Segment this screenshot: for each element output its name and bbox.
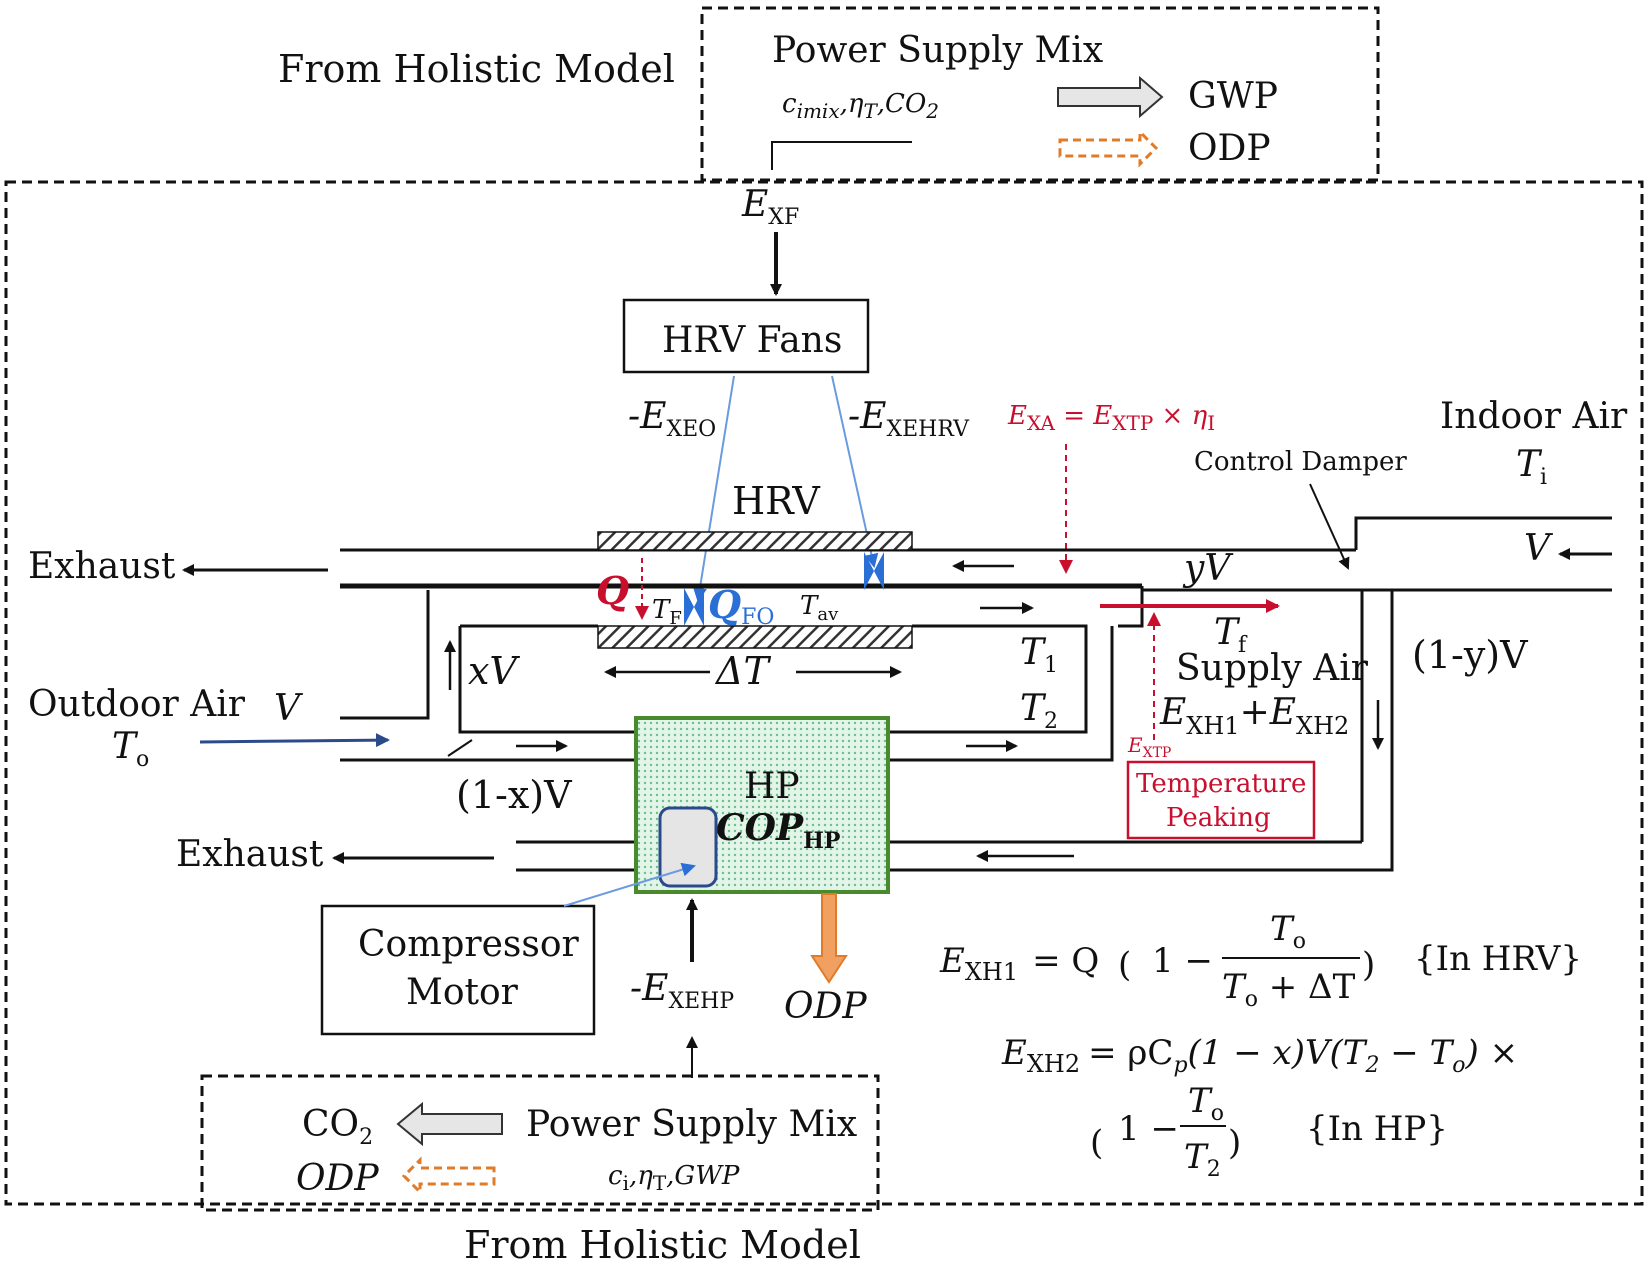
v-right-label: V — [1524, 528, 1554, 569]
svg-text:1 −: 1 − — [1118, 1109, 1179, 1149]
equation-exh1: EXH1= Q ( 1 − To To + ΔT ) {In HRV} — [939, 909, 1582, 1012]
qfo-label: QFO — [708, 582, 774, 630]
equation-exh2: EXH2= ρCp(1 − x)V(T2 − To) × ( 1 − To T2… — [1001, 1033, 1518, 1182]
temperature-peaking-line1: Temperature — [1136, 769, 1306, 799]
svg-text:To + ΔT: To + ΔT — [1222, 967, 1356, 1012]
top-odp-label: ODP — [1188, 128, 1271, 169]
exeo-label: -EXEO — [628, 396, 716, 442]
bottom-odp-arrow — [401, 1156, 496, 1196]
hrv-fans-label: HRV Fans — [662, 320, 842, 361]
exeo-line — [692, 375, 735, 602]
exehrv-label: -EXEHRV — [848, 396, 970, 442]
cop-label: COPHP — [716, 807, 840, 854]
exh-sum-label: EXH1+EXH2 — [1159, 692, 1349, 740]
svg-text:(: ( — [1090, 1123, 1103, 1163]
to-label: To — [112, 726, 149, 772]
tf2-label: Tf — [1214, 612, 1248, 658]
svg-text:To: To — [1270, 909, 1306, 954]
temperature-peaking-line2: Peaking — [1166, 803, 1271, 833]
compressor-motor-box — [320, 904, 596, 1036]
svg-text:{In HP}: {In HP} — [1306, 1109, 1448, 1149]
hrv-plate-bottom — [597, 625, 913, 649]
ti-label: Ti — [1516, 444, 1547, 490]
compressor-label-1: Compressor — [358, 924, 580, 965]
hrv-plate-top — [597, 531, 913, 551]
one-minus-xv-label: (1-x)V — [456, 773, 572, 817]
compressor-symbol — [658, 806, 718, 888]
top-connector-line — [771, 141, 912, 170]
t1-label: T1 — [1020, 632, 1058, 678]
q-label: Q — [596, 568, 629, 613]
top-holistic-box: From Holistic Model Power Supply Mix cim… — [278, 6, 1380, 182]
temperature-peaking-box — [1126, 760, 1316, 840]
exhaust-bottom-label: Exhaust — [176, 834, 324, 875]
one-minus-yv-label: (1-y)V — [1412, 633, 1528, 677]
bypass-damper — [447, 739, 473, 757]
system-boundary-box — [4, 180, 1644, 1206]
outdoor-air-arrow — [199, 733, 390, 748]
compressor-label-2: Motor — [406, 972, 519, 1013]
control-damper-label: Control Damper — [1194, 447, 1407, 477]
top-power-supply-title: Power Supply Mix — [772, 30, 1103, 71]
hrv-fans-box — [622, 298, 870, 374]
supply-air-label: Supply Air — [1176, 648, 1369, 689]
svg-text:EXH2= ρCp(1 − x)V(T2 − To) ×: EXH2= ρCp(1 − x)V(T2 − To) × — [1001, 1033, 1518, 1078]
top-from-holistic-label: From Holistic Model — [278, 47, 675, 91]
bottom-co2-arrow — [396, 1101, 503, 1147]
exehp-label: -EXEHP — [630, 968, 734, 1014]
top-params: cimix,ηT,CO2 — [782, 89, 939, 123]
svg-text:{In HRV}: {In HRV} — [1414, 939, 1582, 979]
exf-label: EXF — [741, 184, 799, 230]
exhaust-top-label: Exhaust — [28, 546, 176, 587]
exa-equation: EXA = EXTP × ηI — [1007, 401, 1215, 435]
svg-text:(: ( — [1118, 945, 1131, 985]
bottom-co2-label: CO2 — [302, 1104, 373, 1150]
motor-to-compressor-line — [563, 862, 696, 907]
top-odp-arrow — [1058, 128, 1159, 168]
svg-text:To: To — [1188, 1081, 1224, 1126]
indoor-air-label: Indoor Air — [1440, 396, 1628, 437]
fan-bowtie-left — [684, 588, 704, 626]
bottom-params: ci,ηT,GWP — [608, 1161, 740, 1195]
v-left-label: V — [274, 688, 304, 729]
t2-label: T2 — [1020, 688, 1058, 734]
yv-label: yV — [1182, 548, 1234, 589]
bottom-holistic-box: Power Supply Mix CO2 ODP ci,ηT,GWP — [200, 1074, 880, 1212]
outdoor-air-label: Outdoor Air — [28, 684, 246, 725]
svg-text:1 −: 1 − — [1152, 941, 1213, 981]
control-damper-pointer — [1309, 483, 1350, 570]
hp-odp-arrow — [810, 893, 848, 984]
hp-label: HP — [744, 766, 800, 807]
svg-text:EXH1= Q: EXH1= Q — [939, 941, 1099, 986]
fan-bowtie-right — [864, 552, 884, 590]
bottom-odp-label: ODP — [296, 1158, 379, 1199]
hp-odp-label: ODP — [784, 986, 867, 1027]
xv-label: xV — [468, 649, 520, 693]
svg-text:): ) — [1362, 945, 1375, 985]
tav-label: Tav — [800, 591, 839, 625]
svg-text:T2: T2 — [1184, 1137, 1221, 1182]
hrv-label: HRV — [732, 479, 820, 523]
top-gwp-label: GWP — [1188, 76, 1278, 117]
bottom-from-holistic-label: From Holistic Model — [464, 1223, 861, 1267]
duct-network — [340, 516, 1612, 872]
tf-label: TF — [652, 595, 682, 629]
delta-t-label: ΔT — [714, 649, 771, 693]
bottom-power-supply-title: Power Supply Mix — [526, 1104, 857, 1145]
svg-text:): ) — [1228, 1123, 1241, 1163]
top-gwp-arrow — [1057, 75, 1164, 119]
extp-small-label: EXTP — [1127, 733, 1171, 761]
